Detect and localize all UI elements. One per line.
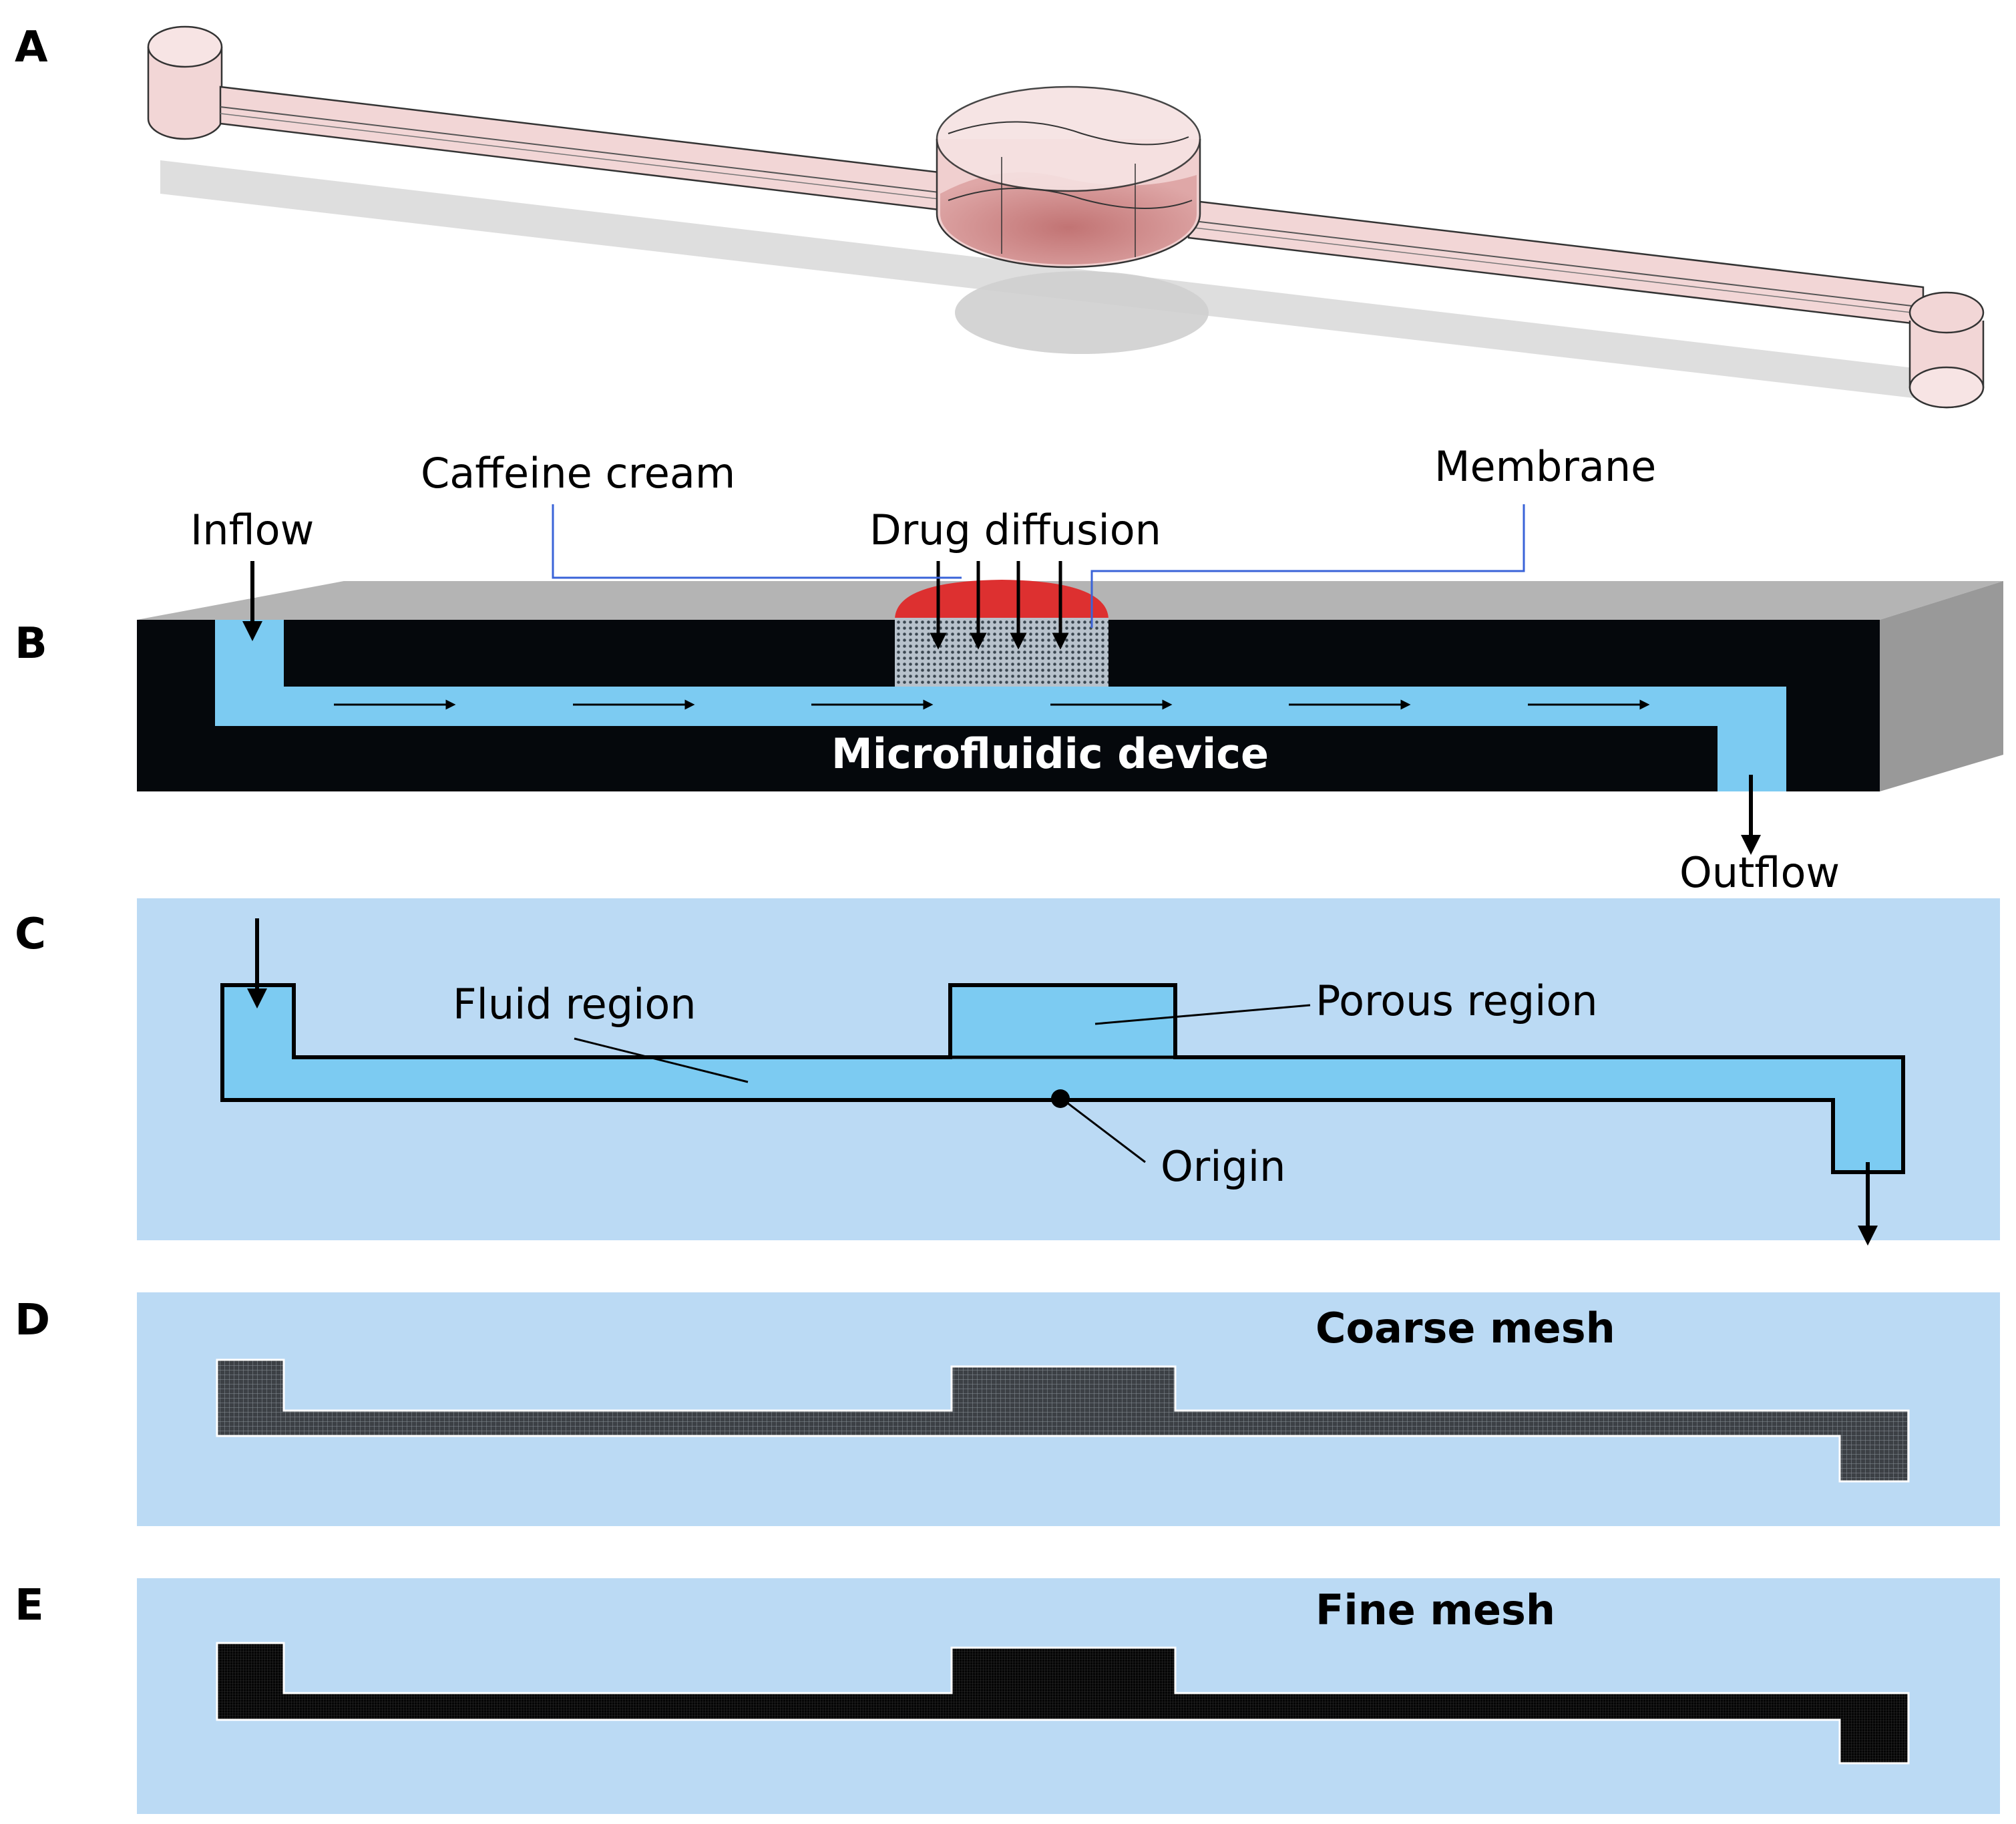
panel-letter-a: A — [15, 23, 48, 72]
device-side-face — [1880, 581, 2003, 791]
porous-region-leader — [1094, 1004, 1311, 1025]
panel-c: C Fluid region Porous region Origin — [15, 898, 2000, 1246]
membrane — [895, 618, 1108, 687]
central-chamber — [936, 85, 1201, 268]
chamber-shadow — [955, 271, 1209, 354]
caffeine-cream-drop — [895, 580, 1108, 620]
outflow-label: Outflow — [1679, 848, 1840, 897]
caffeine-cream-leader — [552, 504, 962, 579]
inlet-reservoir — [147, 25, 223, 140]
panel-e: E Fine mesh — [15, 1578, 2000, 1814]
origin-label: Origin — [1161, 1142, 1285, 1191]
fine-mesh-domain — [216, 1642, 1910, 1765]
porous-region-label: Porous region — [1316, 976, 1598, 1025]
caffeine-cream-label: Caffeine cream — [421, 449, 735, 498]
panel-letter-e: E — [15, 1581, 44, 1630]
origin-marker — [1051, 1089, 1070, 1108]
origin-leader — [1061, 1097, 1146, 1163]
panel-letter-b: B — [15, 619, 47, 669]
fluid-region-label: Fluid region — [453, 980, 696, 1029]
coarse-mesh-domain — [216, 1358, 1910, 1483]
diffusion-arrows — [930, 561, 1069, 650]
inflow-label: Inflow — [190, 506, 314, 554]
panel-letter-c: C — [15, 910, 46, 959]
microfluidic-device-label: Microfluidic device — [831, 729, 1269, 778]
outlet-reservoir — [1908, 291, 1985, 409]
fluid-region-leader — [574, 1037, 749, 1083]
device-channel — [215, 620, 1786, 791]
fine-mesh-title: Fine mesh — [1316, 1586, 1555, 1634]
panel-a: A — [15, 23, 1985, 409]
coarse-mesh-title: Coarse mesh — [1316, 1304, 1615, 1352]
panel-b: B Inflow — [15, 442, 2003, 897]
drug-diffusion-label: Drug diffusion — [869, 506, 1161, 554]
membrane-label: Membrane — [1434, 442, 1656, 491]
panel-letter-d: D — [15, 1296, 50, 1345]
panel-d: D Coarse mesh — [15, 1292, 2000, 1526]
membrane-leader — [1090, 504, 1525, 628]
